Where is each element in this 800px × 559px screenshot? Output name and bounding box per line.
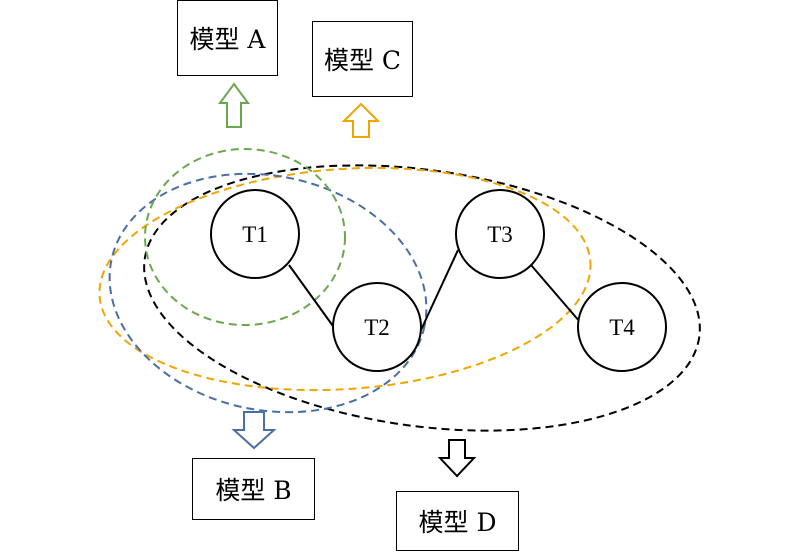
arrow-down-model-d-icon — [437, 439, 477, 478]
node-t1: T1 — [210, 189, 300, 279]
edge-t1-t2 — [288, 264, 339, 334]
node-t4-label: T4 — [609, 315, 635, 340]
model-a-group-ellipse — [144, 148, 346, 326]
node-t3: T3 — [455, 189, 545, 279]
model-b-label: 模型 B — [215, 476, 292, 505]
model-c-box: 模型 C — [312, 21, 413, 97]
model-c-group-ellipse — [98, 166, 592, 392]
model-b-group-ellipse — [108, 172, 428, 414]
model-c-label: 模型 C — [323, 46, 402, 75]
arrow-up-model-a-icon — [218, 82, 250, 128]
model-a-box: 模型 A — [177, 0, 278, 76]
node-t2: T2 — [332, 282, 422, 372]
model-d-label: 模型 D — [418, 508, 497, 537]
node-t1-label: T1 — [242, 222, 268, 247]
edge-t2-t3 — [420, 249, 459, 331]
node-t4: T4 — [577, 282, 667, 372]
node-t3-label: T3 — [487, 222, 513, 247]
model-a-label: 模型 A — [189, 25, 266, 54]
arrow-up-model-c-icon — [341, 102, 381, 138]
arrow-down-model-b-icon — [231, 411, 277, 450]
model-d-group-ellipse — [143, 164, 701, 432]
edge-t3-t4 — [530, 264, 581, 323]
model-b-box: 模型 B — [192, 458, 315, 520]
node-t2-label: T2 — [364, 315, 390, 340]
model-d-box: 模型 D — [396, 491, 519, 551]
